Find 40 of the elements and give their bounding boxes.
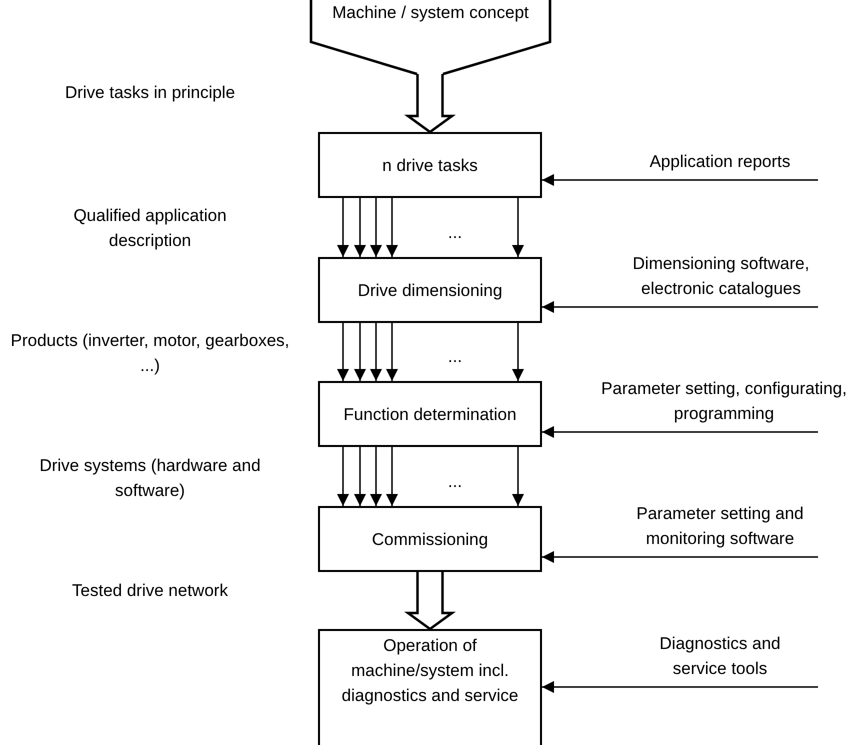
flow-label: Qualified application description	[72, 205, 228, 252]
flow-label: Drive tasks in principle	[64, 82, 236, 104]
arrow	[337, 447, 349, 506]
flow-label: Products (inverter, motor, gearboxes, ...)	[10, 330, 290, 377]
arrow	[354, 198, 366, 257]
arrow	[542, 681, 818, 693]
arrow	[542, 301, 818, 313]
block-arrow	[404, 570, 456, 631]
arrow	[512, 447, 524, 506]
arrow	[542, 551, 818, 563]
process-box: Drive dimensioning	[318, 257, 542, 323]
arrow	[370, 323, 382, 381]
arrow	[354, 323, 366, 381]
arrow	[354, 447, 366, 506]
flow-label: ...	[446, 222, 464, 244]
input-label: Parameter setting and monitoring software	[615, 488, 825, 557]
arrow	[370, 447, 382, 506]
arrow	[542, 174, 818, 186]
arrow	[542, 426, 818, 438]
input-label: Parameter setting, configurating, programming	[588, 363, 860, 432]
input-label: Dimensioning software, electronic catalogues	[612, 238, 830, 307]
process-box: Function determination	[318, 381, 542, 447]
flow-label: ...	[446, 471, 464, 493]
input-label: Application reports	[600, 136, 840, 180]
process-box: n drive tasks	[318, 132, 542, 198]
block-arrow	[404, 72, 456, 134]
arrow	[337, 198, 349, 257]
input-label: Diagnostics and service tools	[640, 618, 800, 687]
arrow	[386, 447, 398, 506]
flow-label: Drive systems (hardware and software)	[38, 455, 262, 502]
arrow	[512, 323, 524, 381]
flow-label: ...	[446, 346, 464, 368]
process-box: Commissioning	[318, 506, 542, 572]
arrow	[370, 198, 382, 257]
arrow	[512, 198, 524, 257]
arrow	[386, 323, 398, 381]
arrow	[386, 198, 398, 257]
arrow	[337, 323, 349, 381]
flow-label: Tested drive network	[71, 580, 229, 602]
process-box: Operation of machine/system incl. diagnostics and service	[318, 629, 542, 745]
